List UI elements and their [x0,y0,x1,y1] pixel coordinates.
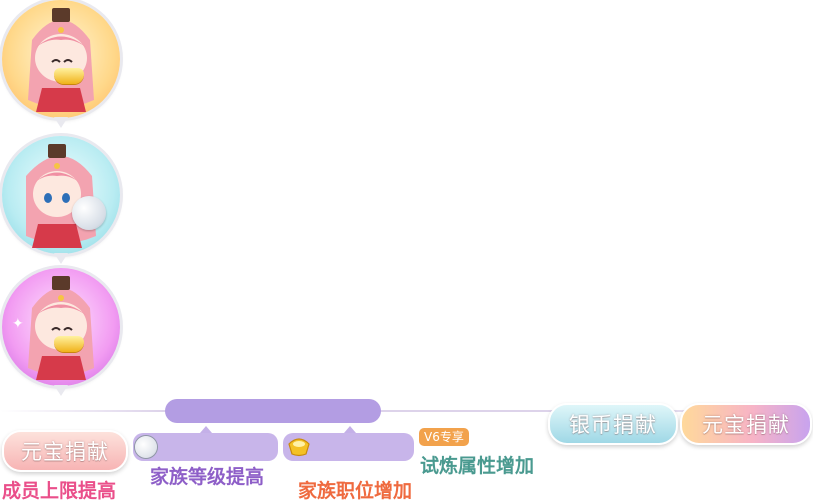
notch-icon [200,426,212,433]
gold-ingot-icon [288,438,310,457]
sparkle-icon: ✦ [12,316,24,332]
gold-ingot-icon [54,68,84,84]
yuanbao-donate-button-right[interactable]: 元宝捐献 [680,403,812,445]
notch-icon [344,426,356,433]
chibi-character-icon [28,8,94,112]
chibi-character-icon [26,144,96,248]
yuanbao-donate-button-left[interactable]: 元宝捐献 [2,430,128,472]
silver-donate-button[interactable]: 银币捐献 [548,403,678,445]
silver-ball-icon [72,196,106,230]
bottom-divider [0,410,813,412]
trial-attr-label: 试炼属性增加 [420,455,535,477]
vip-badge: V6专享 [419,428,469,446]
family-level-label: 家族等级提高 [150,466,265,488]
member-limit-label: 成员上限提高 [2,480,117,502]
chibi-character-icon [28,276,94,380]
avatar-gold-ingot[interactable] [2,0,120,128]
silver-coin-icon [135,436,157,458]
avatar-silver-ball[interactable] [2,136,120,264]
family-level-bar [133,433,278,461]
progress-header-bar [165,399,381,423]
family-post-label: 家族职位增加 [298,480,413,502]
avatar-purple-gold[interactable]: ✦ [2,268,120,396]
gold-ingot-icon [54,336,84,352]
